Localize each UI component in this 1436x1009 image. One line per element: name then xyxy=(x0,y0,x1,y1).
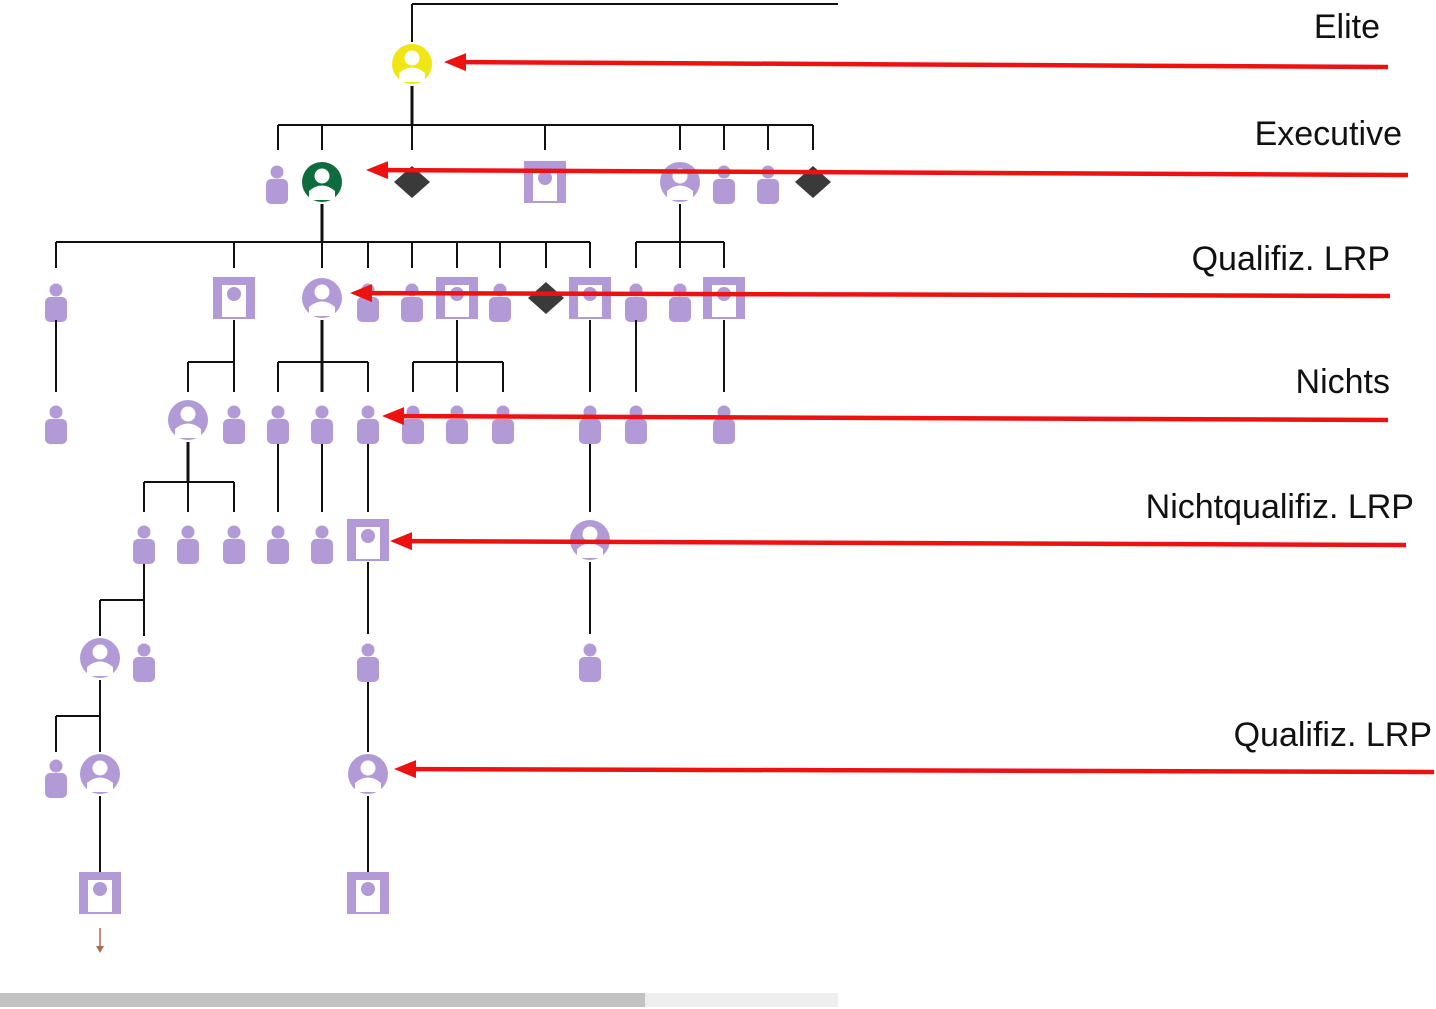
qualified-lrp-icon[interactable] xyxy=(302,278,342,318)
qualified-lrp-icon[interactable] xyxy=(168,400,208,440)
member-icon[interactable] xyxy=(267,405,289,445)
nonqualified-lrp-icon[interactable] xyxy=(524,161,566,203)
member-icon[interactable] xyxy=(402,405,424,445)
nonqualified-lrp-icon[interactable] xyxy=(213,277,255,319)
member-icon[interactable] xyxy=(625,283,647,323)
member-icon[interactable] xyxy=(267,525,289,565)
rank-label-nonqualified-lrp: Nichtqualifiz. LRP xyxy=(1145,488,1414,526)
arrow-nichts xyxy=(382,407,1389,426)
member-icon[interactable] xyxy=(311,525,333,565)
member-icon[interactable] xyxy=(357,643,379,683)
member-icon[interactable] xyxy=(492,405,514,445)
diamond-icon xyxy=(528,282,564,314)
qualified-lrp-icon[interactable] xyxy=(392,44,432,84)
member-icon[interactable] xyxy=(579,405,601,445)
member-icon[interactable] xyxy=(713,405,735,445)
rank-label-elite: Elite xyxy=(1313,8,1380,46)
member-icon[interactable] xyxy=(133,643,155,683)
member-icon[interactable] xyxy=(45,759,67,799)
arrow-nonqualified-lrp xyxy=(390,532,1407,551)
member-icon[interactable] xyxy=(625,405,647,445)
member-icon[interactable] xyxy=(669,283,691,323)
horizontal-scrollbar[interactable] xyxy=(0,993,838,1007)
rank-label-nichts: Nichts xyxy=(1295,363,1390,401)
qualified-lrp-icon[interactable] xyxy=(570,520,610,560)
member-icon[interactable] xyxy=(579,643,601,683)
diamond-icon xyxy=(394,166,430,198)
member-icon[interactable] xyxy=(446,405,468,445)
member-icon[interactable] xyxy=(401,283,423,323)
qualified-lrp-icon[interactable] xyxy=(80,754,120,794)
member-icon[interactable] xyxy=(223,525,245,565)
member-icon[interactable] xyxy=(45,283,67,323)
member-icon[interactable] xyxy=(357,405,379,445)
member-icon[interactable] xyxy=(45,405,67,445)
qualified-lrp-icon[interactable] xyxy=(660,162,700,202)
member-icon[interactable] xyxy=(133,525,155,565)
arrow-elite xyxy=(444,53,1389,72)
rank-label-qualified-lrp-2: Qualifiz. LRP xyxy=(1233,716,1432,754)
rank-label-executive: Executive xyxy=(1254,115,1402,153)
scrollbar-thumb[interactable] xyxy=(0,993,646,1007)
nonqualified-lrp-icon[interactable] xyxy=(703,277,745,319)
member-icon[interactable] xyxy=(266,165,288,205)
member-icon[interactable] xyxy=(311,405,333,445)
qualified-lrp-icon[interactable] xyxy=(348,754,388,794)
rank-label-qualified-lrp: Qualifiz. LRP xyxy=(1191,240,1390,278)
arrow-executive xyxy=(366,161,1409,180)
nonqualified-lrp-icon[interactable] xyxy=(436,277,478,319)
arrow-qualified-lrp-2 xyxy=(394,760,1435,779)
nonqualified-lrp-icon[interactable] xyxy=(569,277,611,319)
arrow-qualified-lrp xyxy=(350,284,1391,303)
member-icon[interactable] xyxy=(489,283,511,323)
member-icon[interactable] xyxy=(177,525,199,565)
member-icon[interactable] xyxy=(223,405,245,445)
qualified-lrp-icon[interactable] xyxy=(80,638,120,678)
nonqualified-lrp-icon[interactable] xyxy=(79,872,121,914)
nonqualified-lrp-icon[interactable] xyxy=(347,872,389,914)
qualified-lrp-icon[interactable] xyxy=(302,162,342,202)
nonqualified-lrp-icon[interactable] xyxy=(347,519,389,561)
